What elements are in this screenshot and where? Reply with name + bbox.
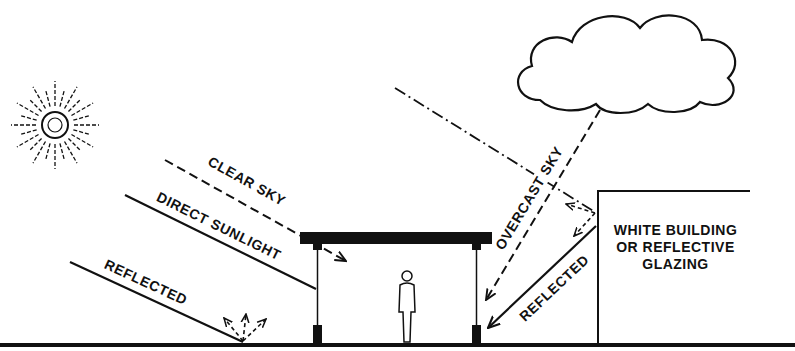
reflected-ray: [70, 262, 243, 342]
sun-ray: [11, 124, 36, 125]
sun-ray: [74, 124, 99, 125]
sun-ray: [30, 138, 42, 150]
building-outline: WHITE BUILDING OR REFLECTIVE GLAZING: [597, 190, 750, 345]
sun-ray: [71, 103, 93, 116]
sun-ray: [46, 143, 50, 159]
sun-ray: [46, 90, 50, 106]
sun-ray: [65, 141, 78, 163]
sun-ray: [73, 130, 89, 134]
cloud-symbol: [518, 16, 735, 114]
sun-ray: [68, 138, 80, 150]
sun-ray: [30, 100, 42, 112]
sun-ray: [60, 143, 64, 159]
ray-label: OVERCAST SKY: [491, 142, 567, 255]
sun-ray: [33, 87, 46, 109]
sun-ray: [20, 116, 36, 120]
sun-ray: [54, 81, 55, 106]
sun-ray: [60, 90, 64, 106]
sunlight-ray: [125, 195, 316, 289]
ray-label: REFLECTED: [515, 250, 594, 326]
sun-ray: [17, 135, 39, 148]
ray-label: REFLECTED: [100, 255, 192, 309]
sun-ray: [54, 144, 55, 169]
reflection-arrows: [224, 314, 266, 341]
building-section: [300, 232, 492, 345]
ground-line: [0, 343, 795, 347]
sun-symbol: [11, 81, 99, 169]
building-label: WHITE BUILDING OR REFLECTIVE GLAZING: [605, 222, 746, 273]
sun-ray: [20, 130, 36, 134]
sun-ray: [73, 116, 89, 120]
person-figure: [399, 271, 415, 342]
ray-label: CLEAR SKY: [204, 152, 291, 210]
sun-ray: [68, 100, 80, 112]
